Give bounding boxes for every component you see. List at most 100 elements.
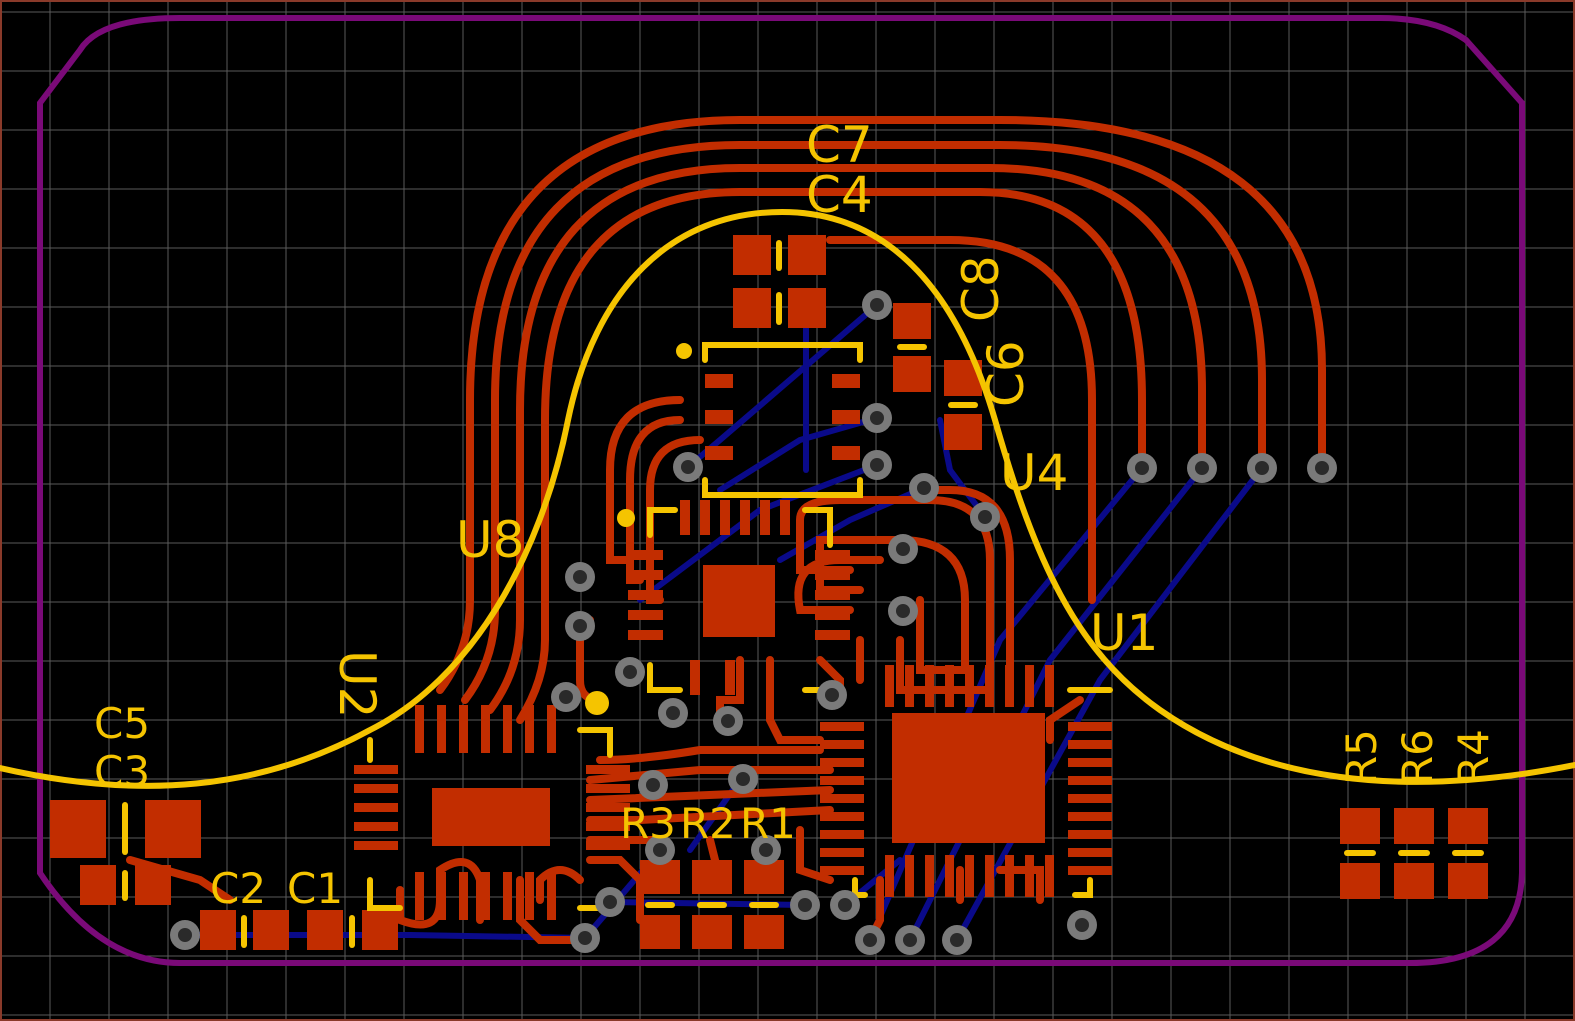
c7-pad-1 — [733, 235, 771, 275]
via-drill — [838, 898, 852, 912]
u2-pin — [525, 705, 534, 753]
label-c7: C7 — [806, 116, 873, 174]
u1-pin — [925, 665, 934, 707]
via-drill — [559, 690, 573, 704]
u2-pin — [503, 705, 512, 753]
u4-pin — [700, 500, 710, 535]
u1-pin — [1025, 855, 1034, 897]
u2-pin — [547, 705, 556, 753]
ic-pin-rows — [354, 665, 1112, 920]
label-c5: C5 — [94, 699, 150, 748]
u2-pin — [415, 705, 424, 753]
u1-pin — [1068, 812, 1112, 821]
top-copper-pads — [50, 235, 1488, 950]
u2-pin — [437, 872, 446, 920]
r3-pad-1 — [640, 860, 680, 894]
u1-pin — [985, 665, 994, 707]
label-c4: C4 — [806, 166, 873, 224]
u2-exposed-pad — [432, 788, 550, 846]
via-drill — [1135, 461, 1149, 475]
via-drill — [1315, 461, 1329, 475]
c8-pad-2 — [893, 356, 931, 392]
vias — [170, 290, 1337, 955]
via-drill — [978, 510, 992, 524]
via-drill — [666, 706, 680, 720]
u2-pin — [459, 872, 468, 920]
via-drill — [1195, 461, 1209, 475]
c1-pad-1 — [307, 910, 343, 950]
u1-pin — [820, 830, 864, 839]
u1-pin — [945, 855, 954, 897]
u4-pin — [725, 660, 735, 695]
u2-pin — [586, 803, 630, 812]
via-drill — [759, 843, 773, 857]
via-drill — [1075, 918, 1089, 932]
u2-pin — [586, 822, 630, 831]
u2-pin — [415, 872, 424, 920]
u2-pin — [586, 784, 630, 793]
u1-pin — [1068, 776, 1112, 785]
u8-pin — [705, 374, 733, 388]
r2-pad-1 — [692, 860, 732, 894]
u2-pin — [354, 784, 398, 793]
u1-pin — [1068, 866, 1112, 875]
r1-pad-2 — [744, 915, 784, 949]
u1-pin — [1068, 740, 1112, 749]
u2-pin — [481, 872, 490, 920]
u2-pin — [586, 765, 630, 774]
via-drill — [870, 298, 884, 312]
u4-pin — [760, 500, 770, 535]
u1-exposed-pad — [892, 713, 1045, 843]
u4-pin — [628, 610, 663, 620]
u2-pin — [481, 705, 490, 753]
u4-exposed-pad — [703, 565, 775, 637]
u1-pin — [820, 740, 864, 749]
u2-pin — [547, 872, 556, 920]
pin1-markers — [585, 343, 692, 715]
c4-pad-2 — [788, 288, 826, 328]
u1-pin — [820, 812, 864, 821]
u4-pin — [690, 660, 700, 695]
u1-pin — [1005, 665, 1014, 707]
u8-pin1-dot — [676, 343, 692, 359]
via-drill — [573, 570, 587, 584]
u1-pin — [1068, 830, 1112, 839]
c4-pad-1 — [733, 288, 771, 328]
u1-pin — [945, 665, 954, 707]
u1-pin — [1025, 665, 1034, 707]
u1-pin — [965, 855, 974, 897]
u1-pin — [905, 855, 914, 897]
u4-outline — [647, 507, 833, 693]
label-r2: R2 — [680, 799, 736, 848]
board-outline — [37, 15, 1525, 966]
r5-pad-2 — [1340, 863, 1380, 899]
u1-pin — [885, 855, 894, 897]
u4-pin — [815, 590, 850, 600]
u8-pin — [705, 410, 733, 424]
label-c1: C1 — [287, 864, 343, 913]
via-drill — [681, 460, 695, 474]
label-u4: U4 — [1000, 444, 1068, 502]
u2-pin — [437, 705, 446, 753]
via-drill — [863, 933, 877, 947]
u4-pin — [628, 570, 663, 580]
c1-pad-2 — [362, 910, 398, 950]
via-drill — [736, 772, 750, 786]
u4-pin — [780, 500, 790, 535]
via-drill — [578, 931, 592, 945]
c5-pad-1 — [50, 800, 106, 858]
u4-pin — [815, 610, 850, 620]
label-c8: C8 — [952, 255, 1010, 322]
c8-pad-1 — [893, 303, 931, 339]
u1-pin — [1005, 855, 1014, 897]
u1-pin — [1045, 665, 1054, 707]
via-drill — [950, 933, 964, 947]
u1-pin — [1068, 794, 1112, 803]
label-r3: R3 — [620, 799, 676, 848]
u8-pin — [705, 446, 733, 460]
u8-pin — [832, 446, 860, 460]
via-drill — [896, 542, 910, 556]
u1-pin — [905, 665, 914, 707]
